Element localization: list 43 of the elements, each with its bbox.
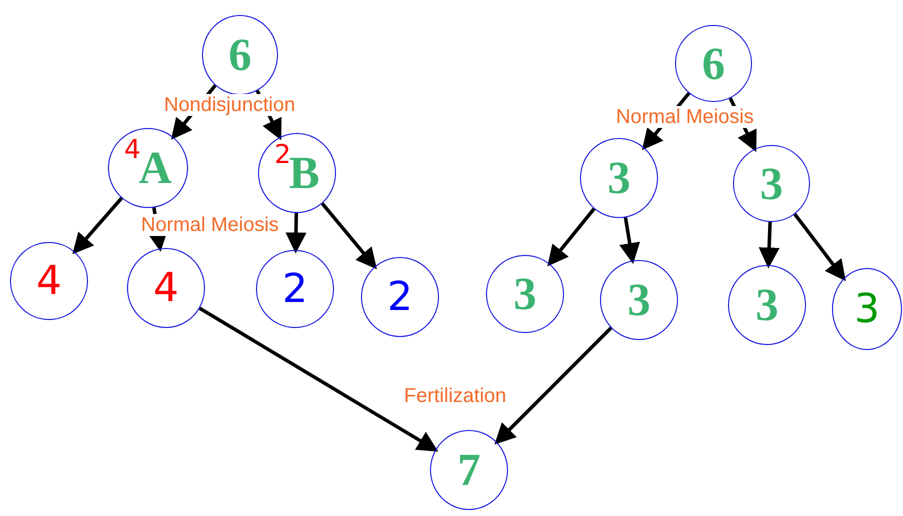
node-number: 3	[760, 160, 783, 206]
node-number: A	[138, 145, 172, 191]
node-circle	[430, 430, 508, 510]
node-number: 4	[124, 137, 141, 163]
node-number: 3	[608, 155, 630, 201]
node-circle	[486, 255, 564, 333]
node-number: 3	[514, 271, 536, 317]
arrow	[547, 208, 596, 266]
node-number: 3	[854, 289, 880, 329]
arrow	[320, 202, 377, 270]
node-number: 4	[36, 261, 62, 301]
node-number: 6	[228, 32, 252, 78]
arrow	[72, 196, 123, 254]
node-circle	[733, 145, 810, 222]
arrow	[619, 217, 640, 264]
node-circle	[127, 248, 205, 328]
node-circle	[675, 25, 752, 102]
node-circle	[10, 242, 88, 320]
arrow	[285, 212, 306, 254]
node-number: 7	[458, 447, 480, 493]
node-number: B	[288, 150, 320, 196]
arrow	[793, 213, 846, 282]
node-circle	[832, 268, 902, 350]
node-circle	[258, 133, 336, 213]
arrow	[494, 326, 612, 445]
node-number: 2	[274, 142, 291, 168]
process-label: Normal Meiosis	[615, 106, 755, 128]
arrow	[758, 222, 780, 269]
node-number: 3	[628, 277, 650, 323]
process-label: Normal Meiosis	[140, 214, 280, 236]
node-number: 3	[756, 282, 778, 328]
node-number: 6	[702, 40, 725, 86]
arrow	[198, 306, 438, 452]
node-circle	[600, 260, 678, 340]
process-label: Nondisjunction	[163, 94, 296, 116]
node-circle	[580, 138, 658, 218]
node-circle	[728, 265, 806, 345]
node-circle	[256, 250, 334, 328]
node-number: 2	[387, 277, 413, 317]
node-number: 4	[153, 268, 179, 308]
node-number: 2	[282, 269, 308, 309]
node-circle	[108, 128, 188, 208]
node-circle	[361, 257, 439, 337]
